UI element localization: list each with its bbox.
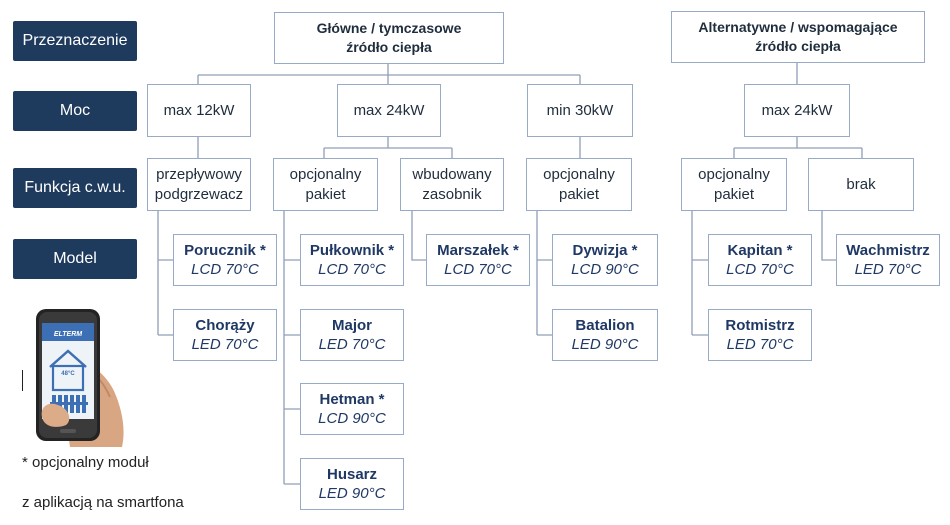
power-alt-max-24kw-text: max 24kW: [761, 101, 833, 119]
function-optional-pack-alt-line2: pakiet: [713, 185, 755, 203]
model-batalion-display: LED 90°C: [571, 336, 639, 353]
model-wachmistrz-name: Wachmistrz: [846, 242, 930, 259]
function-none: brak: [808, 158, 914, 211]
function-optional-pack-30-line1: opcjonalny: [543, 165, 615, 183]
power-min-30kw-text: min 30kW: [546, 101, 614, 119]
function-optional-pack-30: opcjonalny pakiet: [526, 158, 632, 211]
power-max-12kw-text: max 12kW: [163, 101, 235, 119]
model-pulkownik: Pułkownik * LCD 70°C: [300, 234, 404, 286]
model-pulkownik-display: LCD 70°C: [318, 261, 386, 278]
function-builtin-tank-line1: wbudowany: [412, 165, 492, 183]
function-optional-pack-30-line2: pakiet: [558, 185, 600, 203]
model-husarz: Husarz LED 90°C: [300, 458, 404, 510]
function-flow-heater-line1: przepływowy: [156, 165, 242, 183]
text-cursor: [22, 370, 23, 391]
model-batalion-name: Batalion: [575, 317, 635, 334]
model-rotmistrz-name: Rotmistrz: [725, 317, 795, 334]
footnote-line2: z aplikacją na smartfona: [22, 494, 184, 511]
model-kapitan-display: LCD 70°C: [726, 261, 794, 278]
function-builtin-tank-line2: zasobnik: [422, 185, 482, 203]
model-chorazy: Chorąży LED 70°C: [173, 309, 277, 361]
model-hetman: Hetman * LCD 90°C: [300, 383, 404, 435]
main-heat-source-box: Główne / tymczasowe źródło ciepła: [274, 12, 504, 64]
model-dywizja-name: Dywizja *: [572, 242, 638, 259]
function-optional-pack-24-line2: pakiet: [305, 185, 346, 203]
power-min-30kw: min 30kW: [527, 84, 633, 137]
row-label-dhw-function: Funkcja c.w.u.: [13, 168, 137, 208]
model-husarz-display: LED 90°C: [318, 485, 386, 502]
alternative-heat-source-line1: Alternatywne / wspomagające: [698, 19, 898, 35]
phone-brand-text: ELTERM: [54, 331, 82, 338]
model-dywizja: Dywizja * LCD 90°C: [552, 234, 658, 286]
model-rotmistrz: Rotmistrz LED 70°C: [708, 309, 812, 361]
alternative-heat-source-box: Alternatywne / wspomagające źródło ciepł…: [671, 11, 925, 63]
model-porucznik-name: Porucznik *: [184, 242, 266, 259]
model-hetman-name: Hetman *: [319, 391, 385, 408]
row-label-purpose: Przeznaczenie: [13, 21, 137, 61]
main-heat-source-line1: Główne / tymczasowe: [316, 20, 462, 36]
model-hetman-display: LCD 90°C: [318, 410, 386, 427]
model-husarz-name: Husarz: [326, 466, 378, 483]
model-dywizja-display: LCD 90°C: [571, 261, 639, 278]
model-wachmistrz-display: LED 70°C: [854, 261, 922, 278]
smartphone-app-icon: ELTERM 48°C: [36, 309, 124, 447]
model-major: Major LED 70°C: [300, 309, 404, 361]
model-porucznik: Porucznik * LCD 70°C: [173, 234, 277, 286]
alternative-heat-source-line2: źródło ciepła: [755, 38, 841, 54]
model-marszalek: Marszałek * LCD 70°C: [426, 234, 530, 286]
function-optional-pack-24-line1: opcjonalny: [289, 165, 362, 183]
function-builtin-tank: wbudowany zasobnik: [400, 158, 504, 211]
model-chorazy-display: LED 70°C: [191, 336, 259, 353]
model-chorazy-name: Chorąży: [195, 317, 255, 334]
model-marszalek-display: LCD 70°C: [444, 261, 512, 278]
phone-temperature-text: 48°C: [61, 371, 75, 377]
function-flow-heater: przepływowy podgrzewacz: [147, 158, 251, 211]
row-label-power: Moc: [13, 91, 137, 131]
function-optional-pack-alt-line1: opcjonalny: [698, 165, 770, 183]
model-major-display: LED 70°C: [318, 336, 386, 353]
model-wachmistrz: Wachmistrz LED 70°C: [836, 234, 940, 286]
model-rotmistrz-display: LED 70°C: [726, 336, 794, 353]
main-heat-source-line2: źródło ciepła: [346, 39, 432, 55]
model-marszalek-name: Marszałek *: [437, 242, 519, 259]
power-max-24kw-text: max 24kW: [353, 101, 425, 119]
model-batalion: Batalion LED 90°C: [552, 309, 658, 361]
model-porucznik-display: LCD 70°C: [191, 261, 259, 278]
model-kapitan-name: Kapitan *: [727, 242, 793, 259]
power-max-12kw: max 12kW: [147, 84, 251, 137]
power-alt-max-24kw: max 24kW: [744, 84, 850, 137]
function-flow-heater-line2: podgrzewacz: [154, 185, 244, 203]
model-pulkownik-name: Pułkownik *: [309, 242, 395, 259]
function-none-text: brak: [846, 175, 876, 193]
model-major-name: Major: [331, 317, 372, 334]
footnote-line1: * opcjonalny moduł: [22, 454, 149, 471]
function-optional-pack-24: opcjonalny pakiet: [273, 158, 378, 211]
model-kapitan: Kapitan * LCD 70°C: [708, 234, 812, 286]
power-max-24kw: max 24kW: [337, 84, 441, 137]
function-optional-pack-alt: opcjonalny pakiet: [681, 158, 787, 211]
row-label-model: Model: [13, 239, 137, 279]
